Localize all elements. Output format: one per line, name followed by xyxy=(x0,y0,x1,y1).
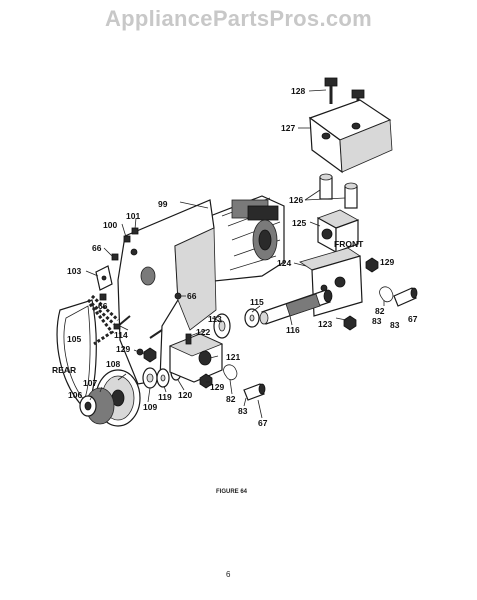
spacer-126-left xyxy=(319,173,333,200)
label-108: 108 xyxy=(106,359,120,369)
label-123: 123 xyxy=(318,319,332,329)
label-115: 115 xyxy=(250,297,264,307)
screw-100 xyxy=(123,235,131,243)
label-129-mid: 129 xyxy=(116,344,130,354)
label-107: 107 xyxy=(83,378,97,388)
watermark-logo: AppliancePartsPros.com xyxy=(104,6,373,31)
label-114: 114 xyxy=(114,330,128,340)
spacer-126-right xyxy=(344,182,358,209)
washer-115 xyxy=(244,308,260,328)
hub-106 xyxy=(79,395,97,417)
label-67-right: 67 xyxy=(408,314,418,324)
screw-66-top xyxy=(111,253,119,261)
washer-119 xyxy=(156,368,170,388)
pin-67-lower xyxy=(243,383,266,401)
label-rear: REAR xyxy=(52,365,76,375)
label-129-low: 129 xyxy=(210,382,224,392)
label-128: 128 xyxy=(291,86,305,96)
gear-housing-121 xyxy=(168,333,224,383)
bearing-block-125 xyxy=(317,209,359,254)
label-83-right-a: 83 xyxy=(372,316,382,326)
label-121: 121 xyxy=(226,352,240,362)
nut-123 xyxy=(343,315,357,331)
label-106: 106 xyxy=(68,390,82,400)
label-67-lower: 67 xyxy=(258,418,268,428)
nut-129-mid xyxy=(143,347,157,363)
bolt-128-left xyxy=(324,77,338,104)
bracket-127 xyxy=(308,99,393,174)
label-66-mid: 66 xyxy=(98,301,108,311)
clamp-103 xyxy=(95,265,113,291)
screw-114 xyxy=(113,315,131,330)
label-103: 103 xyxy=(67,266,81,276)
label-119: 119 xyxy=(158,392,172,402)
motor-mount-plate xyxy=(117,199,217,385)
drive-chain xyxy=(86,294,120,346)
nut-129-top xyxy=(365,257,379,273)
label-front: FRONT xyxy=(334,239,364,249)
label-100: 100 xyxy=(103,220,117,230)
label-120: 120 xyxy=(178,390,192,400)
label-113: 113 xyxy=(208,314,222,324)
page-number: 6 xyxy=(226,570,231,579)
bolt-122 xyxy=(185,333,192,345)
label-66-top: 66 xyxy=(92,243,102,253)
label-83-lower: 83 xyxy=(238,406,248,416)
clip-82-lower xyxy=(223,364,238,381)
leader-lines xyxy=(85,89,385,419)
label-109: 109 xyxy=(143,402,157,412)
clip-82-right xyxy=(379,286,394,303)
figure-caption: FIGURE 64 xyxy=(216,489,248,495)
label-82-right: 82 xyxy=(375,306,385,316)
drive-shaft-116 xyxy=(259,289,333,325)
label-127: 127 xyxy=(281,123,295,133)
label-82-lower: 82 xyxy=(226,394,236,404)
washer-109 xyxy=(142,367,158,389)
label-99: 99 xyxy=(158,199,168,209)
screw-113 xyxy=(149,329,163,339)
label-126: 126 xyxy=(289,195,303,205)
label-129-top: 129 xyxy=(380,257,394,267)
pin-67-right xyxy=(393,287,418,307)
nut-129-low xyxy=(199,373,213,389)
label-83-right-b: 83 xyxy=(390,320,400,330)
label-124: 124 xyxy=(277,258,291,268)
label-116: 116 xyxy=(286,325,300,335)
label-66-right: 66 xyxy=(187,291,197,301)
label-125: 125 xyxy=(292,218,306,228)
label-105: 105 xyxy=(67,334,81,344)
label-101: 101 xyxy=(126,211,140,221)
label-122: 122 xyxy=(196,327,210,337)
